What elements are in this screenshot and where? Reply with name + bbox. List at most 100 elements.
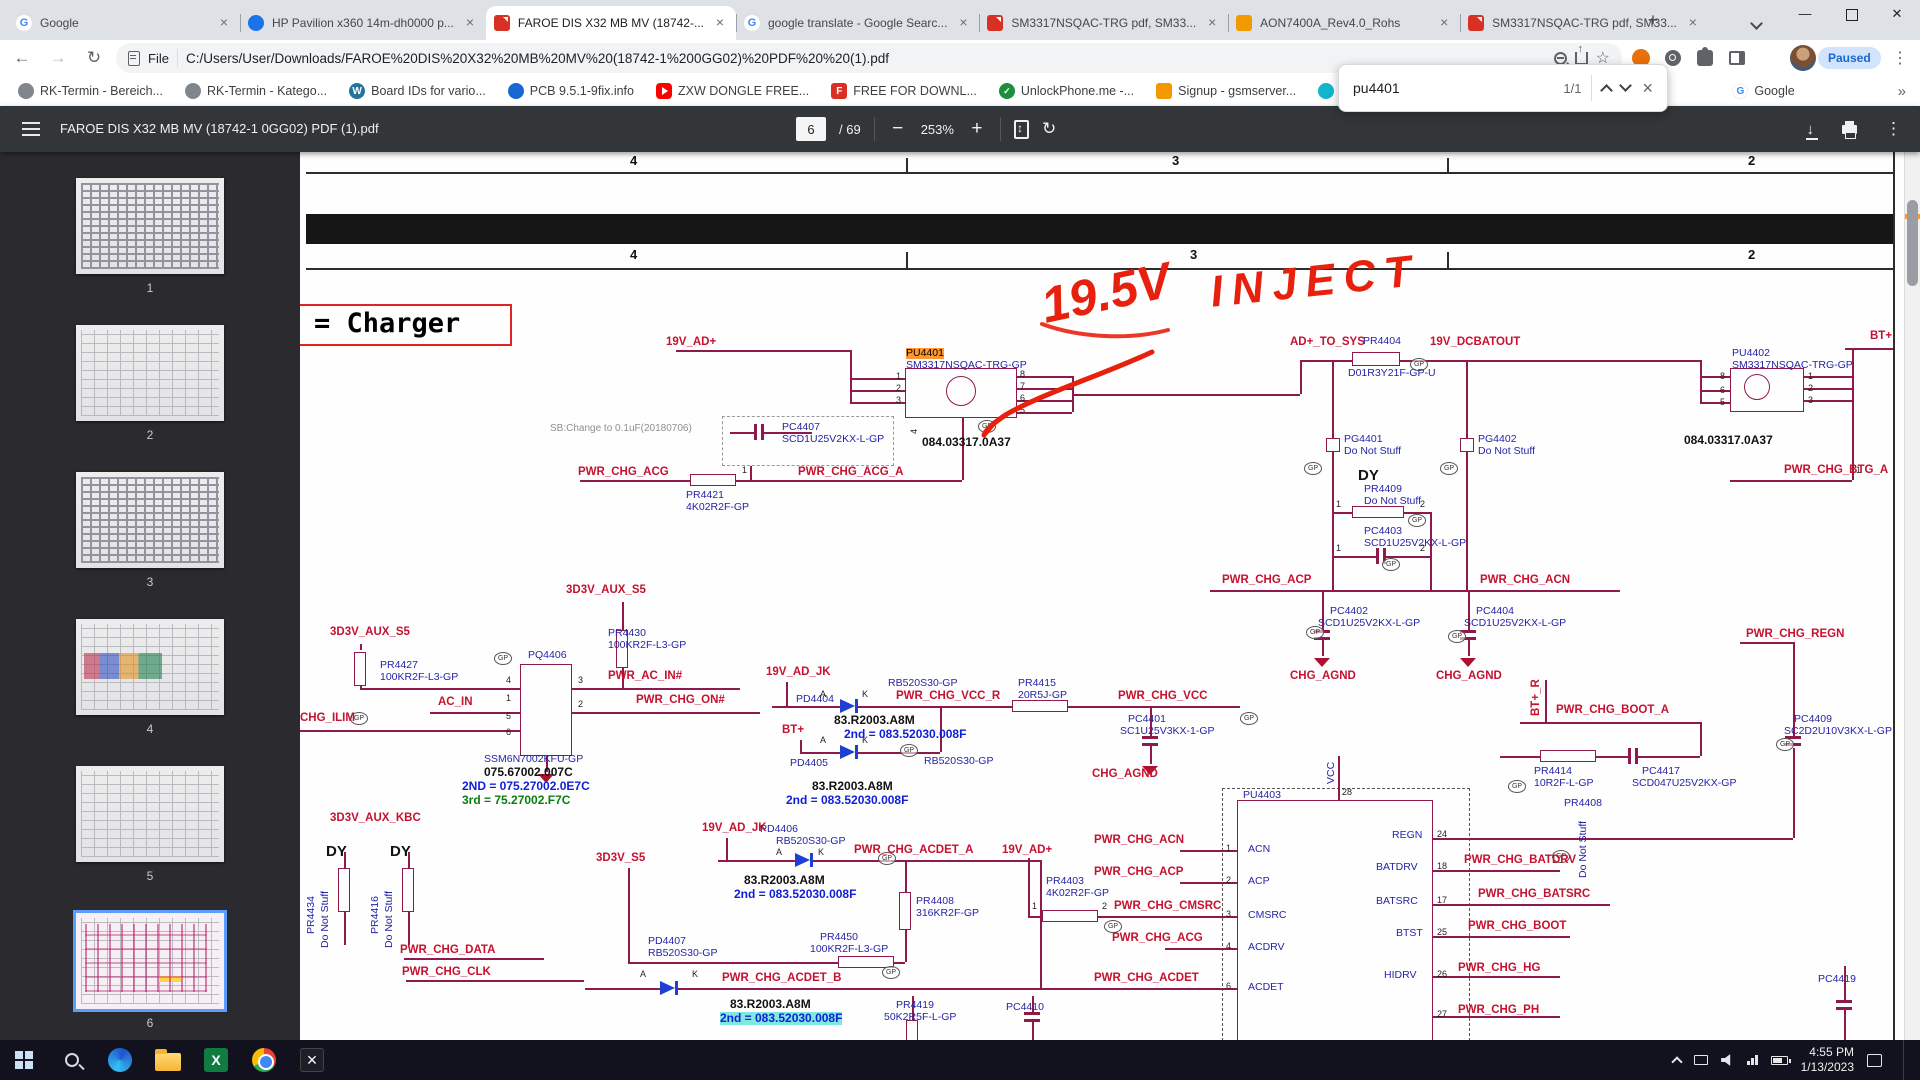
browser-tab[interactable]: SM3317NSQAC-TRG pdf, SM33... × (979, 6, 1228, 40)
tray-battery-icon[interactable] (1771, 1056, 1788, 1065)
download-icon[interactable]: ↓ (1807, 121, 1815, 138)
scrollbar-track[interactable] (1904, 152, 1920, 1041)
page-thumbnail[interactable]: 2 (76, 325, 224, 442)
new-tab-button[interactable]: + (1640, 8, 1666, 34)
fit-page-icon[interactable] (1014, 120, 1029, 139)
find-next-icon[interactable] (1620, 79, 1633, 92)
tab-close-icon[interactable]: × (955, 15, 971, 31)
bookmark-item[interactable]: FREE FOR DOWNL... (823, 80, 985, 102)
bookmark-label: Google (1754, 84, 1794, 98)
app-excel-icon[interactable] (192, 1040, 240, 1080)
zoom-in-button[interactable]: + (967, 118, 987, 140)
bookmarks-overflow-icon[interactable]: » (1898, 83, 1906, 100)
extensions-puzzle-icon[interactable] (1694, 47, 1716, 69)
browser-tab[interactable]: AON7400A_Rev4.0_Rohs × (1228, 6, 1460, 40)
taskbar-search-icon[interactable] (48, 1040, 96, 1080)
bookmark-item[interactable]: Google (1724, 80, 1802, 102)
address-url[interactable]: C:/Users/User/Downloads/FAROE%20DIS%20X3… (186, 51, 1546, 66)
page-thumbnail[interactable]: 4 (76, 619, 224, 736)
bookmark-item[interactable]: Board IDs for vario... (341, 80, 494, 102)
forward-icon[interactable]: → (44, 45, 72, 73)
app-chrome-icon[interactable] (240, 1040, 288, 1080)
sync-paused-badge[interactable]: Paused (1818, 47, 1881, 69)
bookmark-item[interactable]: RK-Termin - Katego... (177, 80, 335, 102)
page-info-icon[interactable] (128, 51, 140, 66)
tab-close-icon[interactable]: × (216, 15, 232, 31)
tray-monitor-icon[interactable] (1694, 1055, 1708, 1065)
schematic-label: PWR_CHG_ACN (1480, 574, 1570, 586)
zoom-out-button[interactable]: − (888, 118, 908, 140)
schematic-label: 3 (1172, 154, 1179, 168)
pdf-menu-icon[interactable]: ⋮ (1885, 119, 1902, 139)
page-thumbnail[interactable]: 5 (76, 766, 224, 883)
tray-speaker-icon[interactable] (1721, 1054, 1734, 1067)
maximize-button[interactable] (1828, 0, 1874, 30)
find-close-icon[interactable]: × (1642, 78, 1653, 99)
schematic-label: SC2D2U10V3KX-L-GP (1784, 726, 1892, 737)
show-desktop-button[interactable] (1903, 1040, 1908, 1080)
find-match-count: 1/1 (1563, 81, 1581, 96)
page-number-input[interactable]: 6 (796, 117, 826, 141)
zoom-out-page-icon[interactable] (1554, 52, 1567, 65)
app-file-explorer-icon[interactable] (144, 1040, 192, 1080)
tab-close-icon[interactable]: × (712, 15, 728, 31)
schematic-label: 2 (1226, 876, 1231, 885)
sheet-line (306, 172, 1893, 174)
notification-center-icon[interactable] (1867, 1054, 1882, 1067)
bookmark-item[interactable]: Signup - gsmserver... (1148, 80, 1304, 102)
taskbar-clock[interactable]: 4:55 PM 1/13/2023 (1801, 1045, 1854, 1075)
schematic-label: PC4407 (782, 422, 820, 433)
browser-tab[interactable]: Google × (8, 6, 240, 40)
app-x-icon[interactable] (288, 1040, 336, 1080)
schematic-label: Do Not Stuff (1344, 446, 1401, 457)
menu-icon[interactable] (22, 122, 40, 136)
find-input[interactable] (1353, 80, 1553, 96)
bookmark-item[interactable]: ZXW DONGLE FREE... (648, 80, 817, 102)
scrollbar-thumb[interactable] (1907, 200, 1918, 286)
browser-menu-icon[interactable]: ⋮ (1892, 48, 1908, 68)
tab-close-icon[interactable]: × (1204, 15, 1220, 31)
start-button[interactable] (0, 1040, 48, 1080)
print-icon[interactable] (1842, 125, 1857, 134)
bookmark-label: UnlockPhone.me -... (1021, 84, 1134, 98)
page-thumbnail[interactable]: 6 (76, 913, 224, 1030)
tray-expand-icon[interactable] (1671, 1056, 1682, 1067)
schematic-label: 1 (1336, 500, 1341, 509)
schematic-label: 4 (630, 248, 637, 262)
tab-close-icon[interactable]: × (1436, 15, 1452, 31)
bookmark-item[interactable]: RK-Termin - Bereich... (10, 80, 171, 102)
wire (1637, 756, 1700, 758)
pdf-canvas[interactable]: GPGPGPGPGPGPGPGPGPGPGPGPGPGPGPGPGPGP4324… (300, 152, 1904, 1041)
tab-search-chevron-icon[interactable] (1750, 17, 1763, 30)
tab-close-icon[interactable]: × (462, 15, 478, 31)
tray-network-icon[interactable] (1747, 1055, 1758, 1065)
browser-tab[interactable]: SM3317NSQAC-TRG pdf, SM33... × (1460, 6, 1709, 40)
browser-tab[interactable]: HP Pavilion x360 14m-dh0000 p... × (240, 6, 486, 40)
schematic-label: SCD1U25V2KX-L-GP (1318, 618, 1420, 629)
diode-icon (840, 745, 855, 759)
find-previous-icon[interactable] (1601, 84, 1614, 97)
rotate-icon[interactable]: ↻ (1042, 119, 1056, 139)
bookmark-item[interactable]: UnlockPhone.me -... (991, 80, 1142, 102)
bookmark-favicon (1156, 83, 1172, 99)
page-thumbnail[interactable]: 1 (76, 178, 224, 295)
back-icon[interactable]: ← (8, 45, 36, 73)
avatar[interactable] (1790, 45, 1816, 71)
side-panel-icon[interactable] (1726, 47, 1748, 69)
tab-favicon (744, 15, 760, 31)
zoom-level[interactable]: 253% (921, 122, 954, 137)
browser-tab[interactable]: google translate - Google Searc... × (736, 6, 979, 40)
minimize-button[interactable]: — (1782, 0, 1828, 30)
tab-close-icon[interactable]: × (1685, 15, 1701, 31)
toolbar-divider (874, 117, 875, 141)
page-thumbnail[interactable]: 3 (76, 472, 224, 589)
toolbar-divider (1000, 117, 1001, 141)
reload-icon[interactable]: ↻ (80, 45, 108, 73)
schematic-label: 83.R2003.A8M (812, 780, 893, 793)
schematic-label: PWR_CHG_BOOT_A (1556, 704, 1669, 716)
app-edge-icon[interactable] (96, 1040, 144, 1080)
share-icon[interactable] (1575, 52, 1588, 65)
bookmark-item[interactable]: PCB 9.5.1-9fix.info (500, 80, 642, 102)
close-button[interactable]: ✕ (1874, 0, 1920, 30)
browser-tab[interactable]: FAROE DIS X32 MB MV (18742-... × (486, 6, 736, 40)
